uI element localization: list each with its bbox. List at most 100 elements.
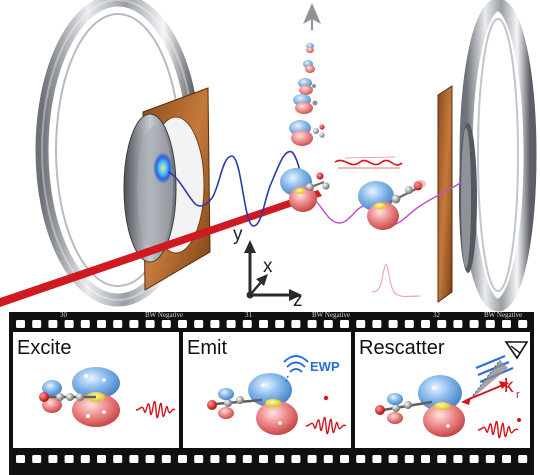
film-sprocket-hole <box>97 455 106 463</box>
excite-molecule <box>39 367 120 427</box>
film-sprocket-hole <box>291 320 301 328</box>
film-sprocket-hole <box>194 455 204 463</box>
rescatter-detector-icon <box>504 341 529 360</box>
film-sprocket-hole <box>356 455 366 463</box>
film-sprocket-hole <box>485 455 495 463</box>
rescatter-waves <box>467 354 514 403</box>
film-sprocket-hole <box>372 320 382 328</box>
film-sprocket-hole <box>404 455 414 463</box>
film-sprocket-hole <box>469 455 479 463</box>
film-sprocket-hole <box>388 320 398 328</box>
rescatter-molecule <box>375 375 465 437</box>
film-sprocket-hole <box>259 320 268 328</box>
film-sprocket-hole <box>421 320 430 328</box>
k-vector-subscript: r <box>516 389 520 401</box>
right-ring <box>459 0 537 312</box>
film-edge-label-2: BW Negative <box>312 311 350 319</box>
film-sprocket-hole <box>421 455 430 463</box>
main-molecule <box>280 168 330 212</box>
film-sprocket-hole <box>210 320 220 328</box>
blue-wave <box>167 150 311 227</box>
film-edge-label-1: BW Negative <box>145 311 183 319</box>
excite-pulse <box>135 401 176 419</box>
detector-spot <box>153 152 173 184</box>
film-frame-number-31: 31 <box>245 311 253 319</box>
ewp-label: EWP <box>310 359 340 374</box>
rescatter-pulse <box>477 421 519 439</box>
coordinate-axes: y x z <box>233 224 303 311</box>
emit-ewp-waves: EWP <box>283 355 340 383</box>
film-sprocket-hole <box>97 320 106 328</box>
molecule-stack <box>289 43 325 146</box>
film-sprocket-hole <box>64 455 74 463</box>
film-sprocket-hole <box>275 320 285 328</box>
k-vector-label: k <box>504 376 514 397</box>
film-frame-number-32: 32 <box>433 311 441 319</box>
emit-pulse <box>305 417 347 435</box>
k-vector: k r <box>461 376 520 405</box>
pink-signal <box>371 264 421 298</box>
film-sprocket-hole <box>210 455 220 463</box>
film-sprocket-hole <box>64 320 74 328</box>
film-sprocket-hole <box>372 455 382 463</box>
laser-beam <box>0 190 322 307</box>
panel-rescatter-title: Rescatter <box>359 337 445 359</box>
film-sprocket-hole <box>437 455 447 463</box>
film-sprocket-hole <box>518 320 528 328</box>
film-sprocket-hole <box>242 455 252 463</box>
film-sprocket-hole <box>307 320 317 328</box>
film-sprocket-hole <box>259 455 268 463</box>
emit-molecule <box>207 373 298 435</box>
film-sprocket-hole <box>453 455 463 463</box>
film-sprocket-hole <box>113 455 123 463</box>
film-sprocket-hole <box>145 455 155 463</box>
film-sprocket-hole <box>356 320 366 328</box>
up-arrow <box>303 3 321 30</box>
film-sprocket-hole <box>226 320 236 328</box>
film-sprocket-hole <box>16 455 25 463</box>
film-sprocket-hole <box>80 320 90 328</box>
film-sprocket-hole <box>242 320 252 328</box>
panel-excite-title: Excite <box>17 337 71 359</box>
film-sprocket-hole <box>275 455 285 463</box>
film-sprocket-hole <box>307 455 317 463</box>
film-strip: 30 BW Negative 31 BW Negative 32 BW Nega… <box>9 311 534 475</box>
film-sprocket-hole <box>323 320 333 328</box>
film-frame-number-30: 30 <box>60 311 68 319</box>
film-sprocket-hole <box>16 320 25 328</box>
film-sprocket-hole <box>323 455 333 463</box>
red-pulse <box>334 159 403 166</box>
film-sprocket-hole <box>453 320 463 328</box>
film-sprocket-hole <box>388 455 398 463</box>
right-detector <box>437 85 477 303</box>
left-detector <box>123 87 211 291</box>
film-sprocket-hole <box>48 320 58 328</box>
emit-dot <box>323 395 329 401</box>
film-sprocket-hole <box>178 455 187 463</box>
film-sprocket-hole <box>340 455 349 463</box>
film-sprocket-hole <box>194 320 204 328</box>
axis-z-label: z <box>293 290 303 311</box>
film-sprocket-hole <box>129 455 139 463</box>
film-sprocket-hole <box>291 455 301 463</box>
film-sprocket-hole <box>502 455 511 463</box>
film-sprocket-hole <box>113 320 123 328</box>
film-sprocket-hole <box>404 320 414 328</box>
film-sprocket-hole <box>48 455 58 463</box>
film-sprocket-hole <box>502 320 511 328</box>
axis-y-label: y <box>233 224 243 245</box>
film-sprocket-hole <box>80 455 90 463</box>
film-sprocket-hole <box>518 455 528 463</box>
film-sprocket-hole <box>178 320 187 328</box>
film-sprocket-hole <box>469 320 479 328</box>
film-sprocket-hole <box>32 455 42 463</box>
film-sprocket-hole <box>340 320 349 328</box>
film-sprocket-hole <box>161 320 171 328</box>
panel-emit-title: Emit <box>187 337 227 359</box>
film-sprocket-hole <box>129 320 139 328</box>
film-sprocket-hole <box>226 455 236 463</box>
rescatter-cone <box>468 360 508 402</box>
axis-x-label: x <box>263 256 273 277</box>
scattered-molecule <box>358 180 426 230</box>
